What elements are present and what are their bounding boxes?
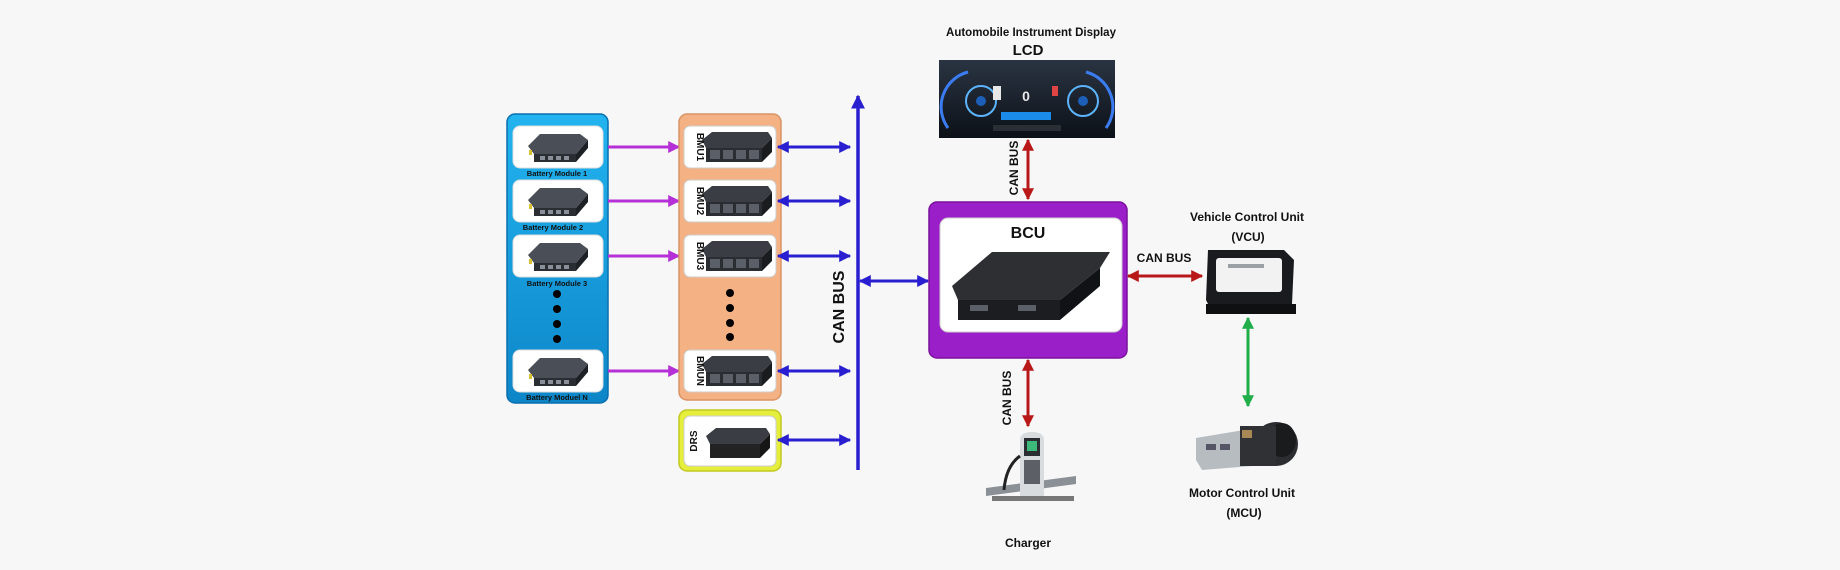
battery-module-1: Battery Module 1 [512, 125, 604, 178]
bmu-n: BMUN [683, 349, 777, 393]
ellipsis-dots [553, 290, 561, 343]
bmu-label: BMU1 [694, 133, 705, 162]
battery-module-label: Battery Module 2 [523, 223, 583, 232]
bmu-label: BMU2 [694, 187, 705, 216]
drs-label: DRS [689, 430, 700, 451]
bmu-bus-links [776, 141, 852, 446]
battery-module-label: Battery Module 1 [527, 169, 587, 178]
mcu-unit [1196, 422, 1298, 470]
mcu-abbr: (MCU) [1226, 506, 1261, 520]
battery-module-label: Battery Moduel N [526, 393, 588, 402]
module-bmu-links [608, 141, 681, 377]
lcd-label: LCD [1013, 42, 1044, 59]
battery-module-n: Battery Moduel N [512, 349, 604, 402]
lcd-speed-readout: 0 [1022, 88, 1030, 104]
mcu-title: Motor Control Unit [1189, 486, 1295, 500]
drs-unit: DRS [678, 409, 782, 472]
bmu-3: BMU3 [683, 234, 777, 278]
bmu-1: BMU1 [683, 125, 777, 169]
main-can-bus-label: CAN BUS [831, 270, 848, 343]
lcd-can-bus-label: CAN BUS [1007, 141, 1021, 196]
bmu-label: BMUN [694, 356, 705, 386]
vcu-unit [1206, 250, 1296, 314]
battery-module-3: Battery Module 3 [512, 234, 604, 288]
battery-module-label: Battery Module 3 [527, 279, 587, 288]
battery-module-2: Battery Module 2 [512, 179, 604, 232]
ellipsis-dots [726, 289, 734, 341]
charger-label: Charger [1005, 536, 1051, 550]
bcu-label: BCU [1011, 225, 1046, 242]
vcu-can-bus-label: CAN BUS [1137, 251, 1192, 265]
bcu-unit: BCU [928, 201, 1128, 359]
charger-station [986, 432, 1076, 501]
bmu-label: BMU3 [694, 242, 705, 271]
charger-can-bus-label: CAN BUS [1000, 371, 1014, 426]
vcu-title: Vehicle Control Unit [1190, 210, 1304, 224]
vcu-abbr: (VCU) [1231, 230, 1264, 244]
lcd-caption: Automobile Instrument Display [946, 27, 1117, 39]
bmu-2: BMU2 [683, 179, 777, 223]
lcd-display: 0 [939, 60, 1115, 138]
